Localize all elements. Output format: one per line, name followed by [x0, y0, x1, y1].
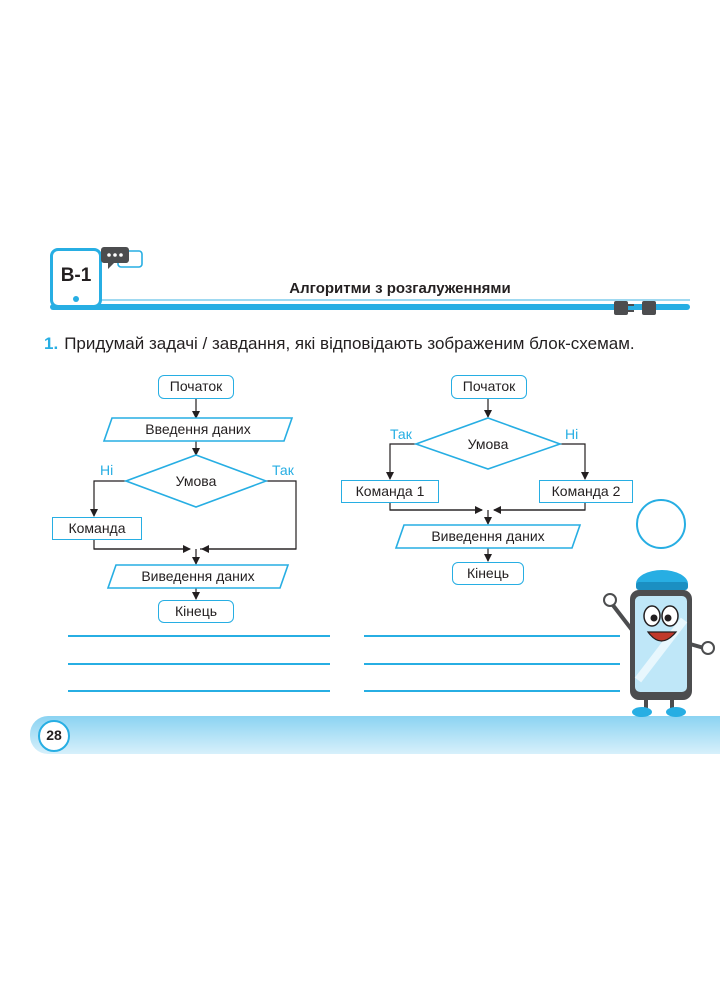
answer-line-left-1[interactable] — [68, 635, 330, 637]
task-statement: 1. Придумай задачі / завдання, які відпов… — [44, 334, 635, 354]
right-command2-block: Команда 2 — [539, 480, 633, 503]
answer-line-right-2[interactable] — [364, 663, 620, 665]
right-end-block: Кінець — [452, 562, 524, 585]
right-condition-shape — [413, 417, 563, 470]
plug-icon — [614, 301, 664, 315]
answer-line-left-2[interactable] — [68, 663, 330, 665]
answer-line-left-3[interactable] — [68, 690, 330, 692]
phone-mascot-icon — [603, 570, 715, 717]
right-output-shape — [394, 524, 582, 549]
left-condition-label: Умова — [175, 473, 217, 489]
left-output-label: Виведення даних — [141, 568, 255, 584]
right-condition-label: Умова — [467, 436, 509, 452]
left-condition-shape — [123, 454, 269, 508]
left-start-block: Початок — [158, 375, 234, 399]
page-title: Алгоритми з розгалуженнями — [289, 280, 511, 297]
header-divider-thin — [50, 299, 690, 301]
left-output-shape — [106, 564, 290, 589]
left-input-shape — [102, 417, 294, 442]
chat-bubble-icon — [101, 247, 143, 269]
header-divider — [50, 304, 690, 310]
right-start-block: Початок — [451, 375, 527, 399]
task-number: 1. — [44, 334, 59, 353]
tablet-badge: В-1 — [50, 248, 102, 308]
left-input-label: Введення даних — [145, 421, 251, 437]
left-end-block: Кінець — [158, 600, 234, 623]
variant-label: В-1 — [60, 265, 92, 286]
right-branch-yes: Так — [390, 426, 412, 442]
self-assessment-circle[interactable] — [636, 499, 686, 549]
task-text: Придумай задачі / завдання, які відповід… — [64, 334, 635, 353]
left-branch-no: Ні — [100, 462, 114, 478]
right-command1-block: Команда 1 — [341, 480, 439, 503]
footer-band — [30, 716, 720, 754]
page-number: 28 — [38, 720, 70, 752]
answer-line-right-3[interactable] — [364, 690, 620, 692]
right-branch-no: Ні — [565, 426, 579, 442]
answer-line-right-1[interactable] — [364, 635, 620, 637]
left-command-block: Команда — [52, 517, 142, 540]
right-output-label: Виведення даних — [431, 528, 545, 544]
left-branch-yes: Так — [272, 462, 294, 478]
